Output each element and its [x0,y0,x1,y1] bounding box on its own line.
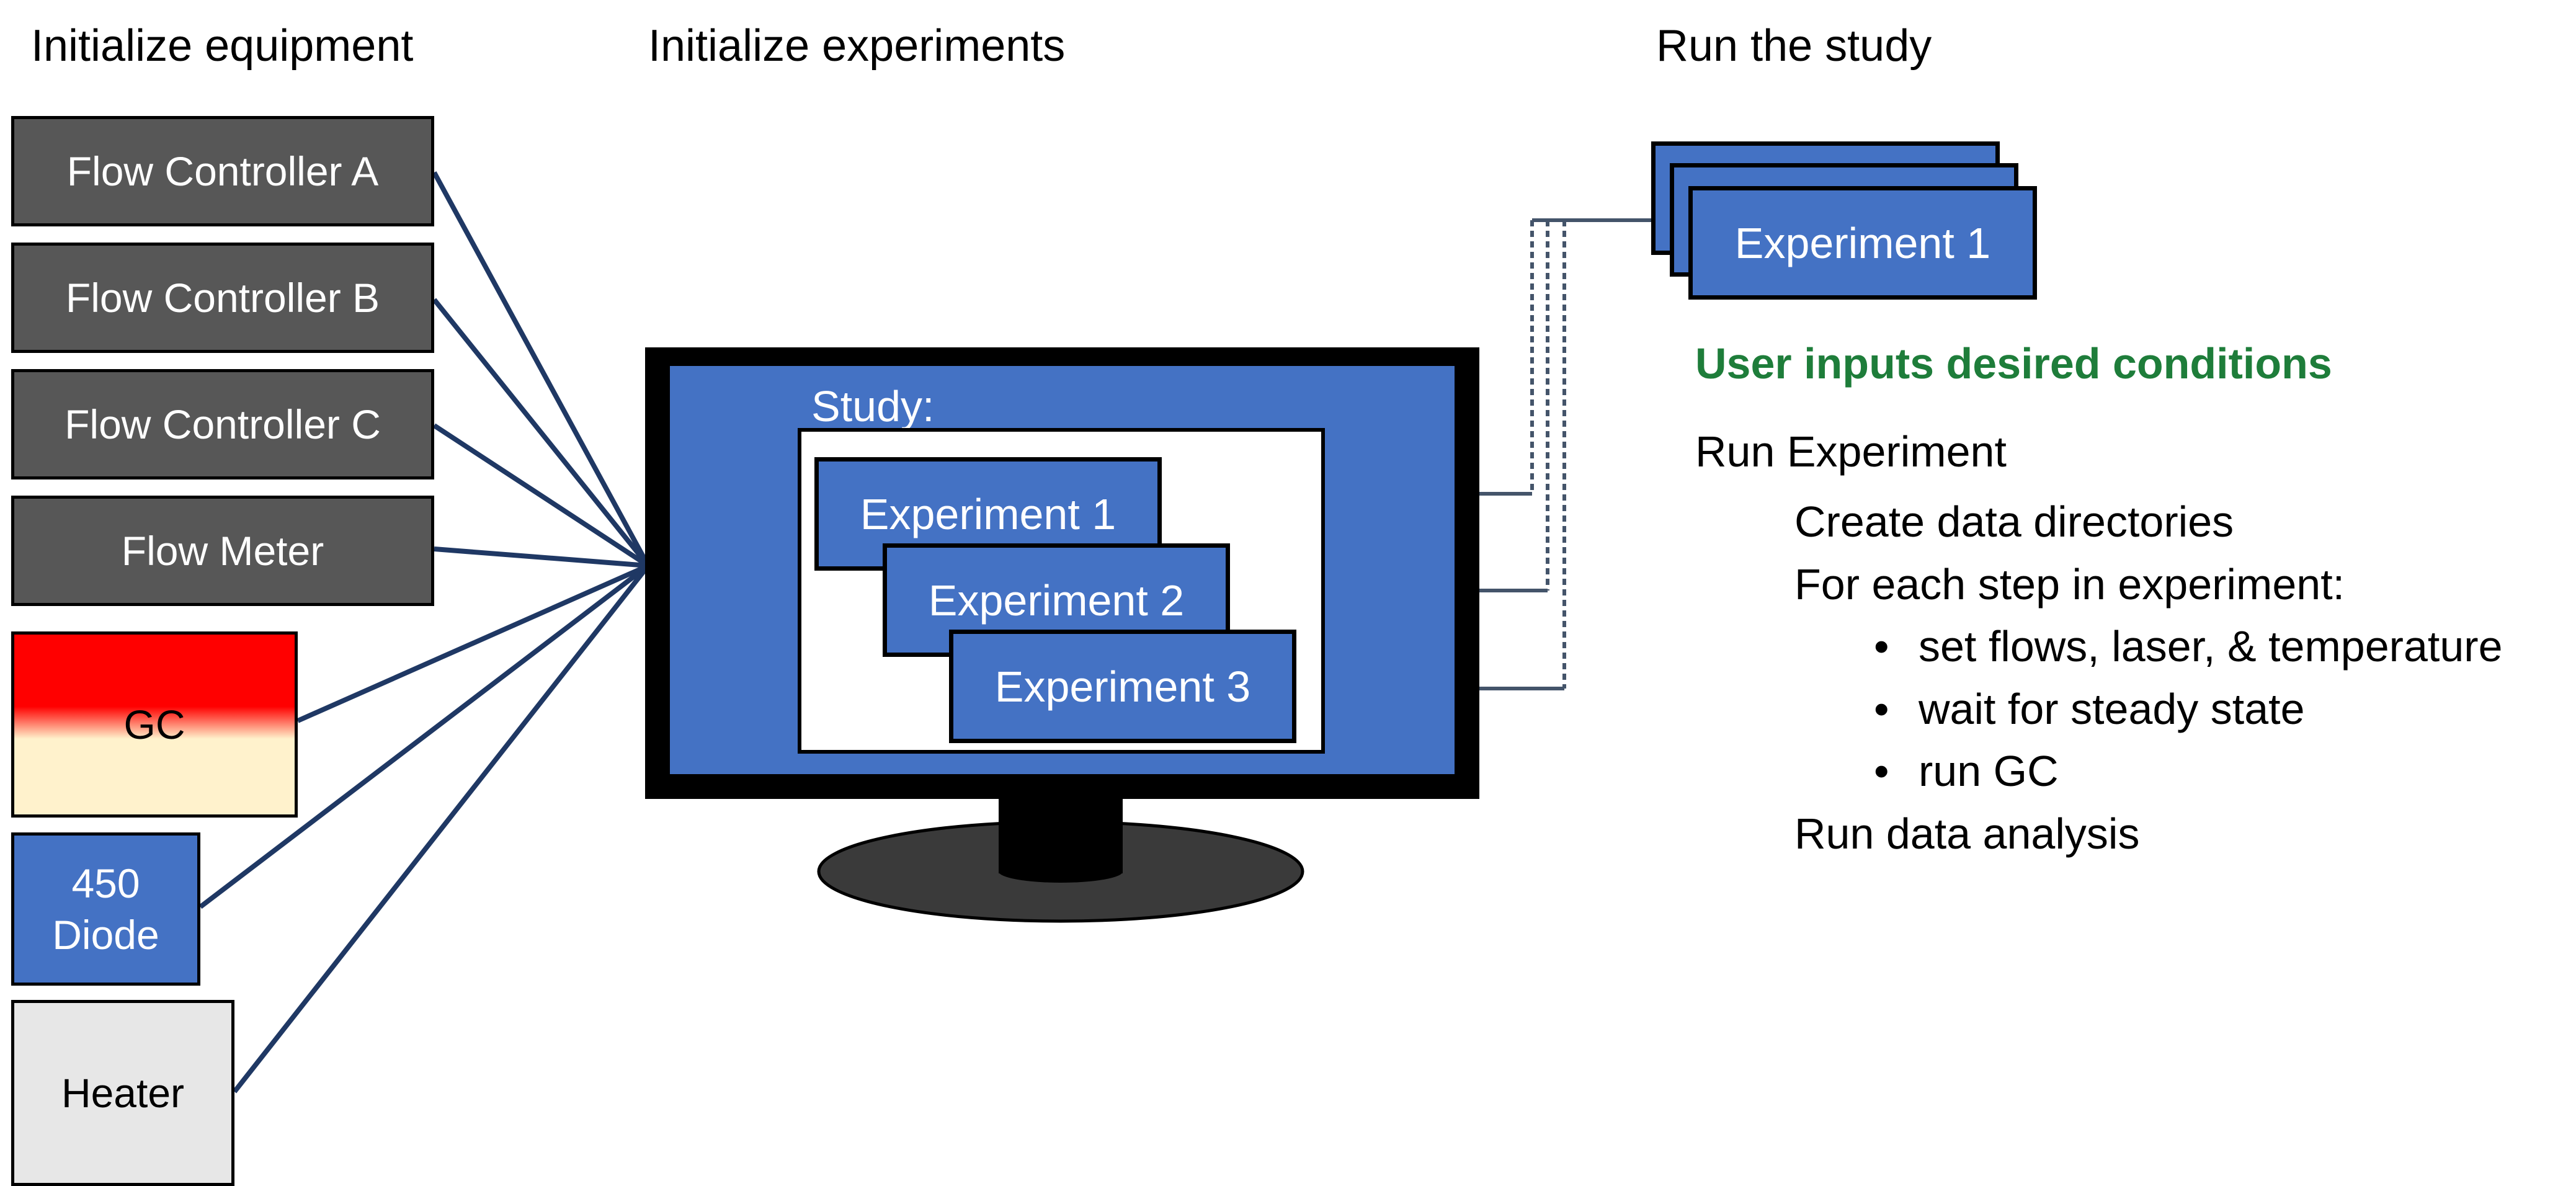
monitor-frame: Study: Experiment 1 Experiment 2 Experim… [645,347,1479,799]
gc-label: GC [123,701,185,747]
bullet-set-flows: set flows, laser, & temperature [1874,625,2502,668]
bullet-run-gc: run GC [1874,749,2059,793]
flow-controller-b-box: Flow Controller B [11,243,434,353]
flow-controller-c-box: Flow Controller C [11,369,434,479]
connector-flow-meter [434,546,649,568]
user-inputs-text: User inputs desired conditions [1695,339,2332,388]
connector-flow-controller-a [432,171,651,567]
heater-box: Heater [11,1000,234,1186]
monitor-neck [999,794,1123,873]
connector-flow-controller-b [432,298,651,568]
diode-label-line1: 450 [71,860,140,906]
stack-experiment-1: Experiment 1 [1688,186,2037,300]
diode-label-line2: Diode [52,911,159,958]
run-analysis-text: Run data analysis [1794,809,2140,858]
header-initialize-equipment: Initialize equipment [31,21,414,71]
header-run-the-study: Run the study [1656,21,1932,71]
bullet-wait-steady-state: wait for steady state [1874,687,2304,731]
create-dirs-text: Create data directories [1794,497,2234,546]
connector-flow-controller-c [432,423,650,568]
monitor-experiment-3: Experiment 3 [949,630,1296,743]
equipment-connectors [198,171,651,1094]
flow-controller-a-label: Flow Controller A [66,148,379,194]
flow-meter-box: Flow Meter [11,496,434,606]
diode-box: 450 Diode [11,832,200,986]
monitor-screen: Study: Experiment 1 Experiment 2 Experim… [670,366,1455,774]
for-each-step-text: For each step in experiment: [1794,560,2345,609]
monitor-icon [817,794,1304,923]
heater-label: Heater [61,1069,185,1116]
gc-box: GC [11,631,298,818]
study-label: Study: [811,382,935,430]
connector-heater [232,564,651,1094]
run-experiment-text: Run Experiment [1695,427,2007,476]
connector-gc [296,563,649,723]
header-initialize-experiments: Initialize experiments [648,21,1066,71]
document-stack-icon: Experiment 1 [1651,141,2048,303]
flow-controller-a-box: Flow Controller A [11,116,434,226]
connector-diode [198,563,650,909]
flow-controller-b-label: Flow Controller B [65,274,380,321]
flow-controller-c-label: Flow Controller C [65,401,381,447]
flow-meter-label: Flow Meter [121,527,324,574]
